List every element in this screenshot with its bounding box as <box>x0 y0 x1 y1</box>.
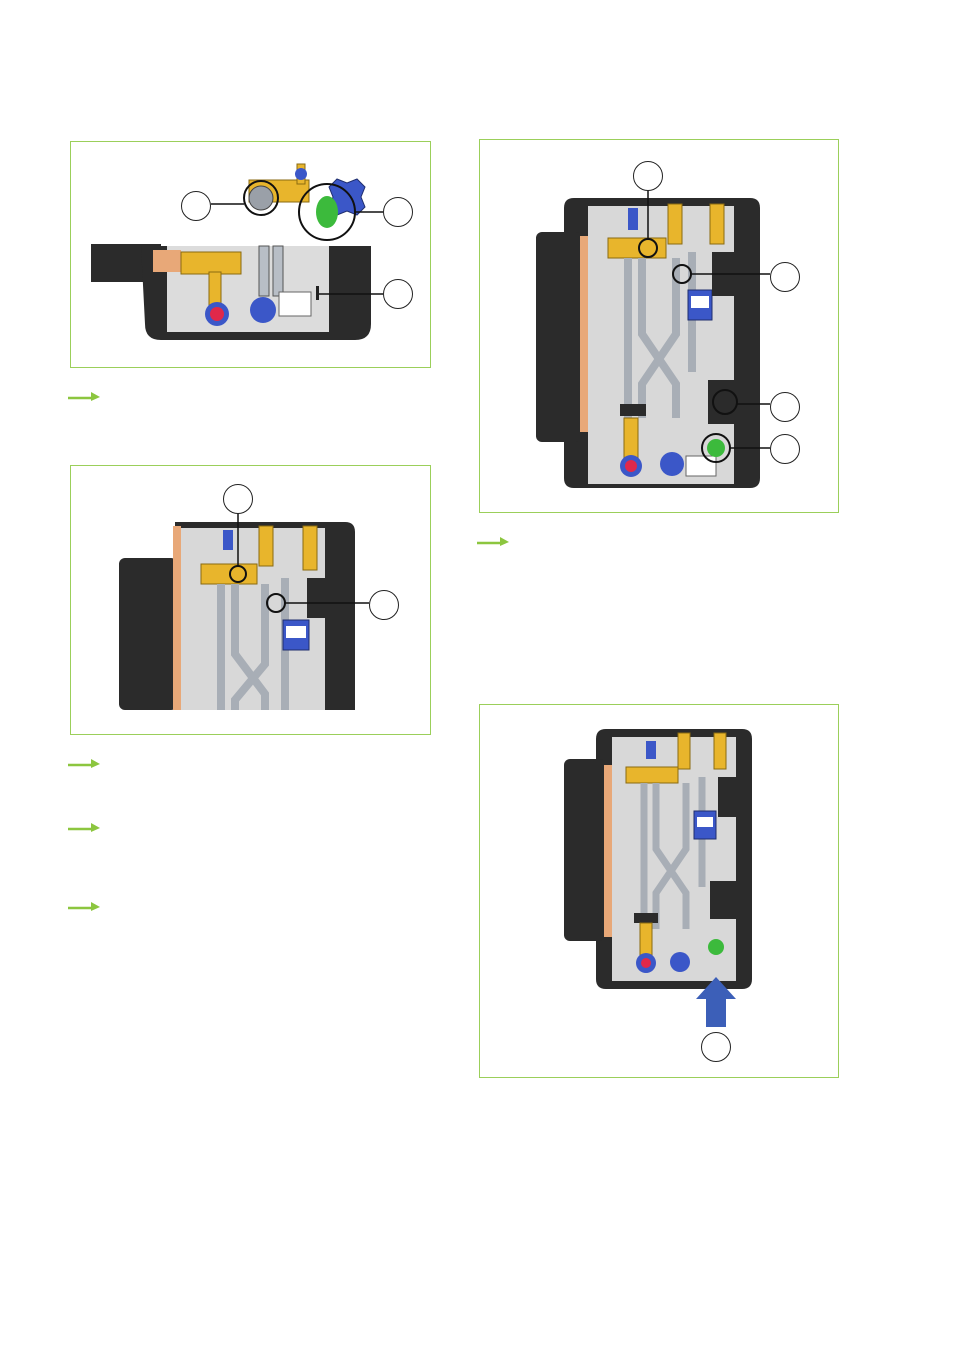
callout-circle <box>770 262 800 292</box>
figure-1-illustration <box>91 163 383 340</box>
figure-2-illustration <box>119 512 369 710</box>
callout-circle <box>223 484 253 514</box>
callout-circle <box>383 197 413 227</box>
green-arrow-icon <box>68 755 102 769</box>
green-arrow-icon <box>68 819 102 833</box>
callout-circle <box>369 590 399 620</box>
callout-circle <box>770 392 800 422</box>
figure-panel-3 <box>479 139 839 513</box>
figure-3-illustration <box>536 190 770 488</box>
figure-panel-1 <box>70 141 431 368</box>
callout-circle <box>770 434 800 464</box>
figure-panel-2 <box>70 465 431 735</box>
figure-4-illustration <box>564 729 752 1027</box>
callout-circle <box>701 1032 731 1062</box>
callout-circle <box>181 191 211 221</box>
green-arrow-icon <box>477 533 511 547</box>
green-arrow-icon <box>68 388 102 402</box>
callout-circle <box>633 161 663 191</box>
callout-circle <box>383 279 413 309</box>
green-arrow-icon <box>68 898 102 912</box>
figure-panel-4 <box>479 704 839 1078</box>
